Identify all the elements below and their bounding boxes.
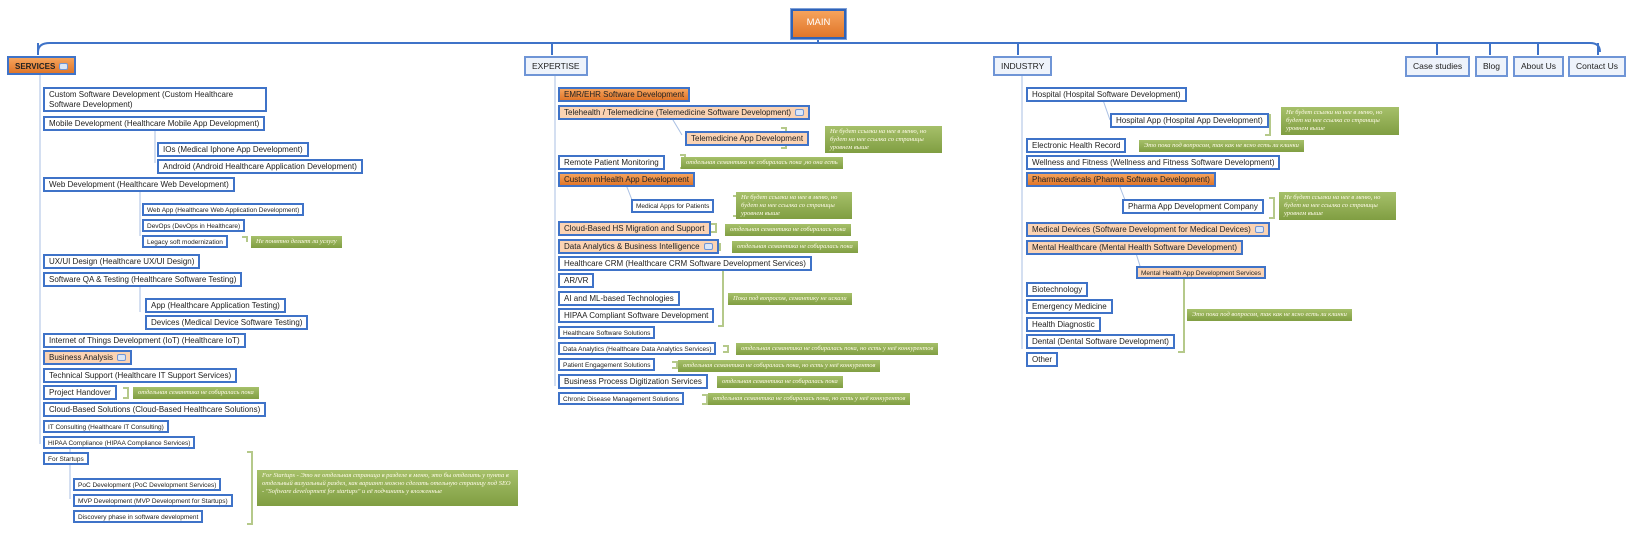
expertise-healthcare-solutions[interactable]: Healthcare Software Solutions [558, 326, 656, 339]
industry-hospital-app[interactable]: Hospital App (Hospital App Development) [1110, 113, 1269, 128]
industry-health-diagnostic[interactable]: Health Diagnostic [1026, 317, 1101, 332]
blog-node[interactable]: Blog [1475, 56, 1509, 77]
industry-node[interactable]: INDUSTRY [993, 56, 1053, 76]
service-business-analysis[interactable]: Business Analysis [43, 350, 133, 365]
expertise-healthcare-crm[interactable]: Healthcare CRM (Healthcare CRM Software … [558, 256, 812, 271]
comment-icon [703, 243, 713, 251]
expertise-node[interactable]: EXPERTISE [524, 56, 588, 76]
services-label: SERVICES [15, 62, 56, 71]
service-it-consulting[interactable]: IT Consulting (Healthcare IT Consulting) [43, 420, 169, 433]
note-patient-engagement: отдельная семантика не собиралась пока, … [678, 360, 881, 372]
note-pharma-app: Не будет ссылки на нее в меню, но будет … [1279, 192, 1396, 220]
main-node[interactable]: MAIN [790, 8, 847, 40]
service-project-handover[interactable]: Project Handover [43, 385, 117, 400]
service-custom-software[interactable]: Custom Software Development (Custom Heal… [43, 87, 267, 112]
industry-biotechnology[interactable]: Biotechnology [1026, 282, 1089, 297]
comment-icon [117, 354, 127, 362]
note-ehr: Это пока под вопросом, так как не ясно е… [1139, 140, 1304, 152]
service-discovery[interactable]: Discovery phase in software development [73, 510, 204, 523]
note-hospital-app: Не будет ссылки на нее в меню, но будет … [1281, 107, 1399, 135]
comment-icon [59, 63, 69, 71]
industry-other[interactable]: Other [1026, 352, 1059, 367]
expertise-emr-ehr[interactable]: EMR/EHR Software Development [558, 87, 691, 102]
note-cloud-hs: отдельная семантика не собиралась пока [725, 224, 851, 236]
service-ux-ui[interactable]: UX/UI Design (Healthcare UX/UI Design) [43, 254, 201, 269]
medical-devices-label: Medical Devices (Software Development fo… [1032, 225, 1251, 234]
expertise-telehealth[interactable]: Telehealth / Telemedicine (Telemedicine … [558, 105, 811, 120]
comment-icon [1254, 226, 1264, 234]
note-project-handover: отдельная семантика не собиралась пока [133, 387, 259, 399]
note-legacy: Не понятно делает ли услугу [251, 236, 342, 248]
services-node[interactable]: SERVICES [7, 56, 77, 75]
note-chronic-disease: отдельная семантика не собиралась пока, … [708, 393, 911, 405]
note-bio-group: Это пока под вопросом, так как не ясно е… [1187, 309, 1352, 321]
service-web-development[interactable]: Web Development (Healthcare Web Developm… [43, 177, 235, 192]
note-telemedicine-app: Не будет ссылки на нее в меню, но будет … [825, 126, 942, 153]
industry-hospital[interactable]: Hospital (Hospital Software Development) [1026, 87, 1187, 102]
expertise-telemedicine-app[interactable]: Telemedicine App Development [685, 131, 810, 146]
comment-icon [795, 109, 805, 117]
service-ios[interactable]: IOs (Medical Iphone App Development) [157, 142, 309, 157]
expertise-mhealth[interactable]: Custom mHealth App Development [558, 172, 695, 187]
contact-us-node[interactable]: Contact Us [1568, 56, 1627, 77]
service-legacy[interactable]: Legacy soft modernization [142, 235, 228, 248]
industry-dental[interactable]: Dental (Dental Software Development) [1026, 334, 1175, 349]
service-android[interactable]: Android (Android Healthcare Application … [157, 159, 363, 174]
industry-emergency[interactable]: Emergency Medicine [1026, 299, 1113, 314]
note-medical-apps: Не будет ссылки на нее в меню, но будет … [736, 192, 852, 219]
service-cloud-based[interactable]: Cloud-Based Solutions (Cloud-Based Healt… [43, 402, 267, 417]
note-bpd: отдельная семантика не собиралась пока [717, 376, 843, 388]
service-poc[interactable]: PoC Development (PoC Development Service… [73, 478, 222, 491]
industry-wellness[interactable]: Wellness and Fitness (Wellness and Fitne… [1026, 155, 1281, 170]
data-bi-label: Data Analytics & Business Intelligence [564, 242, 700, 251]
service-qa-testing[interactable]: Software QA & Testing (Healthcare Softwa… [43, 272, 243, 287]
telehealth-label: Telehealth / Telemedicine (Telemedicine … [564, 108, 792, 117]
industry-mental-app[interactable]: Mental Health App Development Services [1136, 266, 1266, 279]
industry-pharma[interactable]: Pharmaceuticals (Pharma Software Develop… [1026, 172, 1216, 187]
industry-medical-devices[interactable]: Medical Devices (Software Development fo… [1026, 222, 1270, 237]
industry-mental-healthcare[interactable]: Mental Healthcare (Mental Health Softwar… [1026, 240, 1243, 255]
note-for-startups: For Startups - Это не отдельная страница… [257, 470, 518, 506]
expertise-chronic-disease[interactable]: Chronic Disease Management Solutions [558, 392, 684, 405]
expertise-cloud-hs[interactable]: Cloud-Based HS Migration and Support [558, 221, 711, 236]
service-app-testing[interactable]: App (Healthcare Application Testing) [145, 298, 286, 313]
about-us-node[interactable]: About Us [1513, 56, 1564, 77]
note-data-bi: отдельная семантика не собиралась пока [732, 241, 858, 253]
expertise-data-bi[interactable]: Data Analytics & Business Intelligence [558, 239, 719, 254]
expertise-remote-monitoring[interactable]: Remote Patient Monitoring [558, 155, 665, 170]
service-web-app[interactable]: Web App (Healthcare Web Application Deve… [142, 203, 305, 216]
business-analysis-label: Business Analysis [49, 353, 114, 362]
industry-ehr[interactable]: Electronic Health Record [1026, 138, 1127, 153]
service-devices-testing[interactable]: Devices (Medical Device Software Testing… [145, 315, 309, 330]
note-data-analytics: отдельная семантика не собиралась пока, … [736, 343, 939, 355]
service-technical-support[interactable]: Technical Support (Healthcare IT Support… [43, 368, 238, 383]
industry-pharma-app[interactable]: Pharma App Development Company [1122, 199, 1264, 214]
case-studies-node[interactable]: Case studies [1405, 56, 1471, 77]
service-mobile-development[interactable]: Mobile Development (Healthcare Mobile Ap… [43, 116, 266, 131]
note-remote-monitoring: отдельная семантика не собиралась пока ,… [681, 157, 843, 169]
note-ar-group: Пока под вопросом, семантику не искали [728, 293, 852, 305]
service-for-startups[interactable]: For Startups [43, 452, 89, 465]
expertise-hipaa-compliant[interactable]: HIPAA Compliant Software Development [558, 308, 715, 323]
service-hipaa[interactable]: HIPAA Compliance (HIPAA Compliance Servi… [43, 436, 196, 449]
expertise-bpd[interactable]: Business Process Digitization Services [558, 374, 708, 389]
service-devops[interactable]: DevOps (DevOps in Healthcare) [142, 219, 246, 232]
service-mvp[interactable]: MVP Development (MVP Development for Sta… [73, 494, 233, 507]
service-iot[interactable]: Internet of Things Development (IoT) (He… [43, 333, 246, 348]
expertise-medical-apps[interactable]: Medical Apps for Patients [631, 199, 715, 213]
expertise-ai-ml[interactable]: AI and ML-based Technologies [558, 291, 680, 306]
expertise-patient-engagement[interactable]: Patient Engagement Solutions [558, 358, 656, 371]
expertise-ar-vr[interactable]: AR/VR [558, 273, 595, 288]
expertise-data-analytics[interactable]: Data Analytics (Healthcare Data Analytic… [558, 342, 717, 355]
